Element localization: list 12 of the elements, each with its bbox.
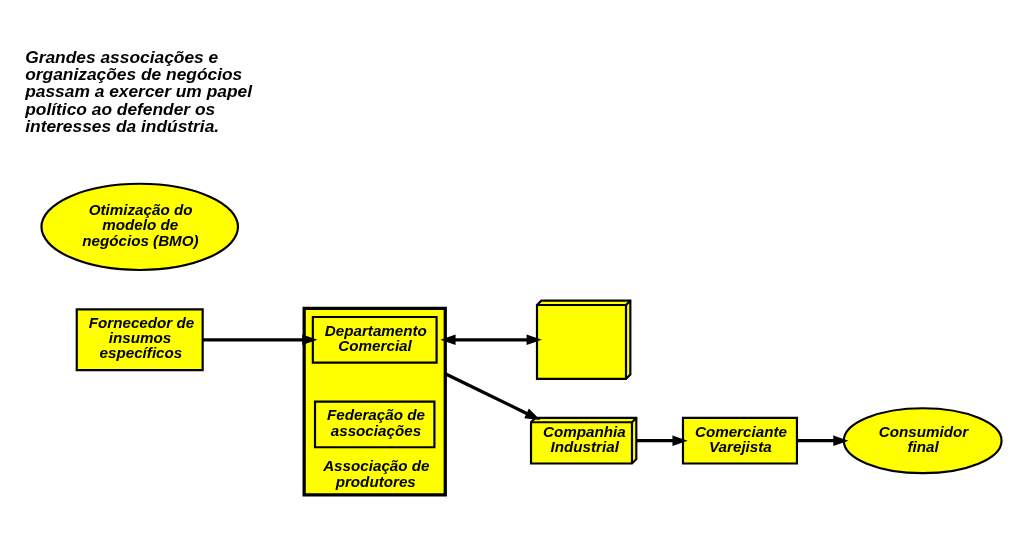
node-box: Departamento Comercial bbox=[311, 315, 438, 364]
arrow bbox=[440, 333, 542, 345]
arrow bbox=[202, 333, 318, 345]
node-box: Comerciante Varejista bbox=[681, 416, 799, 465]
arrow bbox=[797, 434, 849, 446]
arrow bbox=[444, 371, 541, 420]
node-box: Fornecedor de insumos específicos bbox=[75, 307, 204, 371]
node-ellipse: Consumidor final bbox=[842, 406, 1003, 474]
label: Grandes associações e organizações de negócios passam a exercer um papel político ao defender os interesses da indústria. bbox=[25, 46, 252, 136]
node-ellipse: Otimização do modelo de negócios (BMO) bbox=[40, 182, 240, 271]
arrow bbox=[636, 434, 688, 446]
node-box: Federação de associações bbox=[313, 400, 436, 448]
